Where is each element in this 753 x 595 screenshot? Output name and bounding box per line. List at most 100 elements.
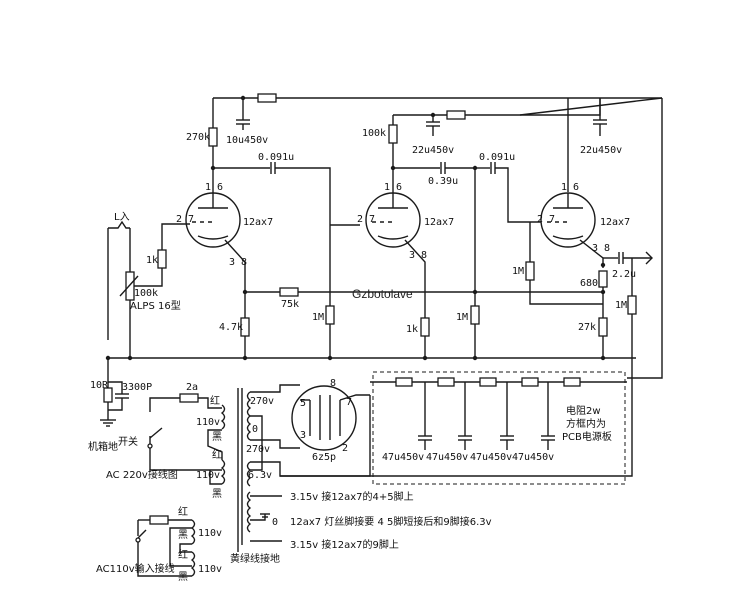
resistor-1m-a	[325, 305, 335, 325]
label-red-3: 红	[178, 505, 188, 518]
label-r-10r: 10R	[90, 380, 109, 391]
filter-r-2	[437, 377, 455, 387]
resistor-b-plus-2	[446, 110, 466, 120]
label-r-1m-a: 1M	[312, 312, 324, 323]
label-r-270k: 270k	[186, 132, 210, 143]
resistor-b-plus-1	[257, 93, 277, 103]
label-input: L入	[114, 212, 130, 223]
label-v110-4: 110v	[198, 564, 222, 575]
label-tube-b: 12ax7	[424, 217, 454, 228]
label-ac110: AC110v输入接线	[96, 562, 175, 575]
label-switch: 开关	[118, 435, 138, 448]
filter-r-1	[395, 377, 413, 387]
resistor-270k	[208, 127, 218, 147]
watermark: Gzbotolave	[352, 287, 413, 301]
label-r-680: 680	[580, 278, 598, 289]
label-black-1: 黑	[212, 431, 222, 443]
label-v110-1: 110v	[196, 417, 220, 428]
cap-3300p	[108, 381, 129, 411]
resistor-100k	[388, 124, 398, 144]
label-heater-3: 3.15v 接12ax7的9脚上	[290, 538, 399, 551]
label-pcb-note-3: PCB电源板	[562, 430, 612, 443]
filter-r-3	[479, 377, 497, 387]
label-v110-3: 110v	[198, 528, 222, 539]
label-sec-0: 0	[252, 424, 258, 435]
coupling-cap-039u	[393, 162, 475, 174]
resistor-1m-c	[525, 261, 535, 281]
cap-10u	[236, 119, 250, 130]
label-heater-1: 3.15v 接12ax7的4+5脚上	[290, 490, 414, 503]
label-r-27k: 27k	[578, 322, 596, 333]
label-c-47u-2: 47u450v	[426, 452, 468, 463]
label-pins-16-c: 1 6	[561, 182, 579, 193]
label-pins-38-b: 3 8	[409, 250, 427, 261]
cap-22u-a	[426, 121, 440, 136]
label-red-4: 红	[178, 548, 188, 561]
label-c-47u-4: 47u450v	[512, 452, 554, 463]
label-c-3300p: 3300P	[122, 382, 152, 393]
label-v110-2: 110v	[196, 470, 220, 481]
label-sec-6-3v: 6.3v	[248, 470, 272, 481]
tube-v3	[540, 192, 596, 248]
filter-r-4	[521, 377, 539, 387]
tube-v1	[185, 192, 241, 248]
label-pot-model: ALPS 16型	[130, 299, 181, 312]
fuse-2a	[179, 393, 199, 403]
label-black-2: 黑	[212, 488, 222, 500]
b-plus-wiring	[212, 97, 663, 379]
label-r-1m-b: 1M	[456, 312, 468, 323]
primary-coil-1	[220, 404, 226, 430]
resistor-1m-d	[627, 295, 637, 315]
label-pot-value: 100k	[134, 288, 158, 299]
label-ground-wire: 黄绿线接地	[230, 552, 280, 565]
label-r-1m-c: 1M	[512, 266, 524, 277]
label-rect-pin5: 5	[300, 398, 306, 409]
label-red-1: 红	[210, 394, 220, 407]
label-pins-16-a: 1 6	[205, 182, 223, 193]
label-rect-pin7: 7	[346, 397, 352, 408]
label-pins-27-a: 2 7	[176, 214, 194, 225]
input-jack	[108, 220, 130, 229]
label-rect-pin8: 8	[330, 378, 336, 389]
label-ac220: AC 220v接线图	[106, 468, 178, 481]
resistor-1k-grid	[157, 249, 167, 269]
label-rect-pin2: 2	[342, 443, 348, 454]
label-fuse: 2a	[186, 382, 198, 393]
resistor-1m-b	[470, 305, 480, 325]
label-c-47u-1: 47u450v	[382, 452, 424, 463]
label-c-2-2u: 2.2u	[612, 269, 636, 280]
label-sec-270v-b: 270v	[246, 444, 270, 455]
filter-r-5	[563, 377, 581, 387]
label-pcb-note-2: 方框内为	[566, 417, 606, 430]
label-heater-zero: 0	[272, 517, 278, 528]
label-heater-2: 12ax7 灯丝脚接要 4 5脚短接后和9脚接6.3v	[290, 515, 492, 528]
label-r-75k: 75k	[281, 299, 299, 310]
label-c-0091u-b: 0.091u	[479, 152, 515, 163]
label-pins-27-b: 2 7	[357, 214, 375, 225]
label-tube-a: 12ax7	[243, 217, 273, 228]
rectifier-tube	[291, 385, 370, 451]
label-black-3: 黑	[178, 529, 188, 541]
cap-22u-b	[593, 119, 607, 136]
tube-v2	[365, 192, 421, 248]
label-rect-pin3: 3	[300, 430, 306, 441]
label-c-47u-3: 47u450v	[470, 452, 512, 463]
primary-coil-2	[220, 459, 226, 485]
coupling-cap-0091u-a	[213, 162, 331, 358]
label-r-100k-plate2: 100k	[362, 128, 386, 139]
label-tube-c: 12ax7	[600, 217, 630, 228]
coupling-cap-0091u-b	[475, 162, 545, 223]
label-c-0091u-a: 0.091u	[258, 152, 294, 163]
label-r-1m-d: 1M	[615, 300, 627, 311]
label-c-10u: 10u450v	[226, 135, 268, 146]
label-pins-27-c: 2 7	[537, 214, 555, 225]
label-pcb-note-1: 电阻2w	[566, 404, 601, 417]
volume-pot	[125, 271, 135, 301]
label-c-22u-a: 22u450v	[412, 145, 454, 156]
label-red-2: 红	[212, 448, 222, 461]
label-r-1k-b: 1k	[406, 324, 418, 335]
resistor-680	[598, 270, 608, 288]
label-pins-16-b: 1 6	[384, 182, 402, 193]
label-sec-270v-a: 270v	[250, 396, 274, 407]
